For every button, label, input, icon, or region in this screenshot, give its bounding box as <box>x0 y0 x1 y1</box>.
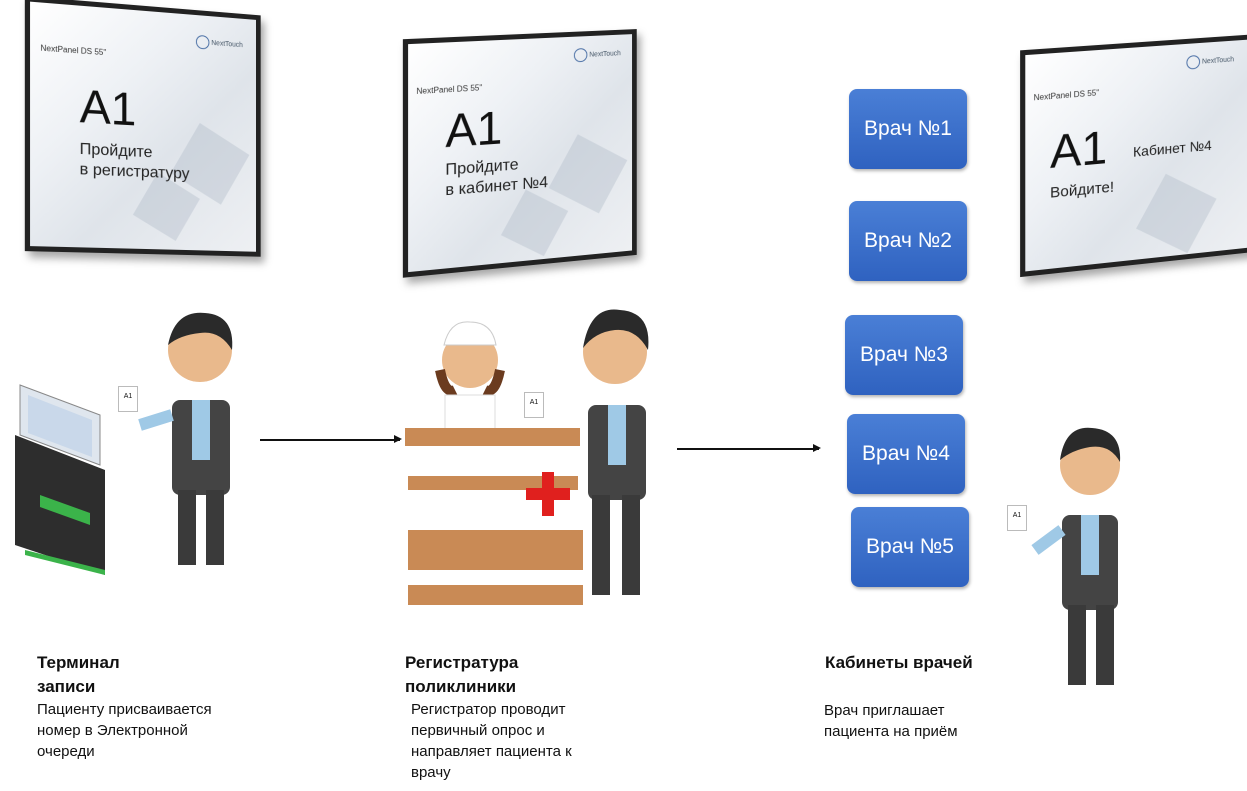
reception-illustration <box>400 300 670 610</box>
doctor-button-5[interactable]: Врач №5 <box>851 507 969 587</box>
logo-icon <box>1186 55 1200 70</box>
queue-code: A1 <box>445 104 502 154</box>
step-text-cabinets: Врач приглашает пациента на приём <box>824 700 958 742</box>
step-title-terminal: Терминал записи <box>37 651 120 699</box>
queue-code: A1 <box>1050 124 1107 175</box>
step-text-registry: Регистратор проводит первичный опрос и н… <box>411 699 572 783</box>
screen-model-label: NextPanel DS 55" <box>416 83 482 96</box>
display-screen-cabinet: NextPanel DS 55" NextTouch A1 Пройдите в… <box>403 29 637 278</box>
patient-figure-3 <box>1030 420 1150 690</box>
cabinet-label: Кабинет №4 <box>1133 135 1212 162</box>
screen-message: Пройдите в регистратуру <box>80 140 190 185</box>
queue-ticket: A1 <box>1007 505 1027 531</box>
kiosk-illustration <box>10 375 110 575</box>
queue-ticket: A1 <box>118 386 138 412</box>
step-title-registry: Регистратура поликлиники <box>405 651 518 699</box>
step-title-cabinets: Кабинеты врачей <box>825 651 973 675</box>
step-text-terminal: Пациенту присваивается номер в Электронн… <box>37 699 212 762</box>
doctor-button-4[interactable]: Врач №4 <box>847 414 965 494</box>
flow-arrow-2 <box>677 448 819 450</box>
screen-message: Войдите! <box>1050 178 1114 204</box>
doctor-button-3[interactable]: Врач №3 <box>845 315 963 395</box>
screen-brand-logo: NextTouch <box>196 35 243 52</box>
logo-icon <box>574 48 587 62</box>
screen-model-label: NextPanel DS 55" <box>40 43 106 57</box>
patient-figure-1 <box>120 305 250 575</box>
doctor-button-1[interactable]: Врач №1 <box>849 89 967 169</box>
queue-ticket: A1 <box>524 392 544 418</box>
screen-model-label: NextPanel DS 55" <box>1034 88 1100 102</box>
display-screen-registry: NextPanel DS 55" NextTouch A1 Пройдите в… <box>25 0 261 257</box>
queue-code: A1 <box>80 83 137 133</box>
display-screen-enter: NextPanel DS 55" NextTouch A1 Кабинет №4… <box>1020 34 1247 277</box>
doctor-button-2[interactable]: Врач №2 <box>849 201 967 281</box>
logo-icon <box>196 35 209 50</box>
screen-brand-logo: NextTouch <box>1186 52 1234 69</box>
flow-arrow-1 <box>260 439 400 441</box>
screen-message: Пройдите в кабинет №4 <box>445 153 548 201</box>
screen-brand-logo: NextTouch <box>574 46 621 62</box>
